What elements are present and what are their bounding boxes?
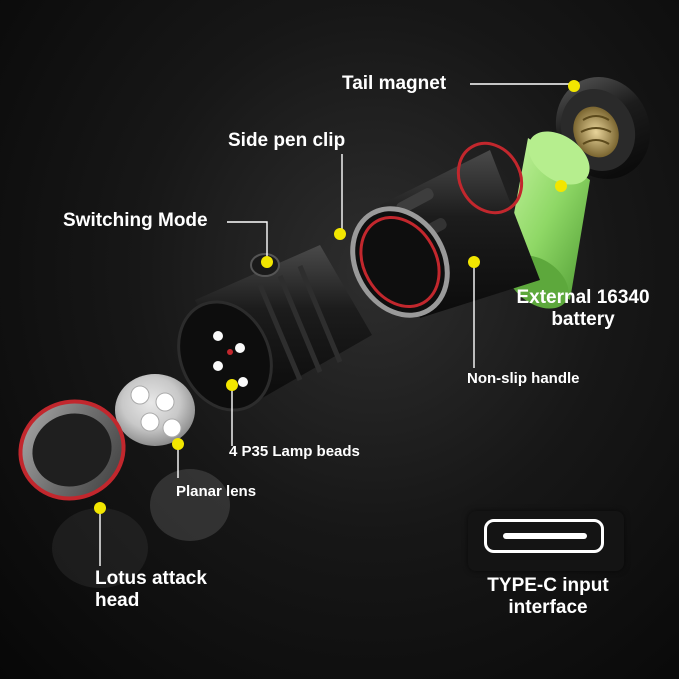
callout-dot-head [94, 502, 106, 514]
callout-dot-battery [555, 180, 567, 192]
head-body [177, 245, 372, 412]
callout-lines [99, 83, 574, 566]
label-lotus-head-line1: Lotus attack [95, 568, 207, 589]
handle-body [350, 141, 540, 318]
label-tail-magnet: Tail magnet [342, 73, 447, 94]
label-lotus-head-line2: head [95, 590, 140, 611]
label-side-pen-clip: Side pen clip [228, 130, 346, 151]
callout-dot-clip [334, 228, 346, 240]
label-external-battery-line1: External 16340 [516, 287, 650, 308]
label-type-c: TYPE-C input interface [470, 575, 626, 619]
usb-c-port-icon [484, 519, 604, 553]
label-lamp-beads: 4 P35 Lamp beads [229, 443, 360, 460]
label-external-battery-line2: battery [551, 309, 615, 330]
planar-lens [115, 374, 230, 541]
label-non-slip-handle: Non-slip handle [467, 370, 580, 387]
label-external-battery: External 16340 battery [506, 287, 660, 331]
callout-dot-handle [468, 256, 480, 268]
label-switching-mode: Switching Mode [63, 210, 208, 231]
label-planar-lens: Planar lens [176, 483, 257, 500]
callout-dot-beads [226, 379, 238, 391]
callout-dot-tail [568, 80, 580, 92]
label-lotus-head: Lotus attack head [95, 568, 207, 612]
label-type-c-line1: TYPE-C input [487, 575, 609, 596]
label-type-c-line2: interface [508, 597, 588, 618]
callout-dot-switch [261, 256, 273, 268]
callout-dot-lens [172, 438, 184, 450]
usb-c-tongue-icon [503, 533, 587, 539]
callout-dots [94, 80, 580, 514]
